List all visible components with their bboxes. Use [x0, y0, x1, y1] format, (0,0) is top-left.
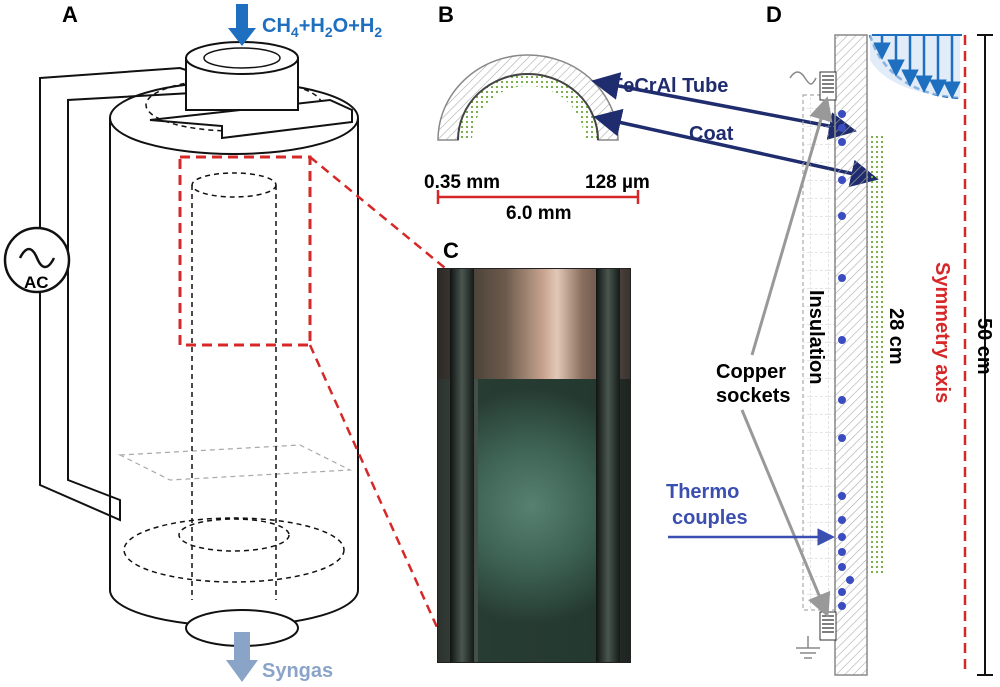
thermocouple-dot	[838, 396, 846, 404]
copper-arrow-up	[750, 96, 833, 356]
panel-a: A CH4+H2O+H2 Syngas AC	[3, 2, 447, 682]
symmetry-label: Symmetry axis	[931, 262, 953, 403]
socket-lines	[822, 75, 834, 93]
tube-inner-edge	[457, 73, 599, 141]
thermocouple-dot	[838, 588, 846, 596]
coat-dim: 128 µm	[585, 172, 650, 193]
zoom-line-bottom	[308, 344, 447, 646]
plate-bottom	[117, 444, 353, 481]
ac-label: AC	[24, 273, 49, 292]
insulation-block	[802, 94, 836, 611]
thermocouple-dot	[838, 274, 846, 282]
copper-label-1: Copper	[716, 361, 786, 383]
copper-socket-bottom	[796, 611, 837, 659]
ground-icon	[796, 636, 820, 659]
thermocouple-dot	[838, 138, 846, 146]
diameter-dim: 6.0 mm	[506, 203, 571, 224]
photo-coated-section	[478, 379, 598, 662]
thermocouple-dot	[838, 176, 846, 184]
inner-tube-top	[191, 172, 277, 198]
panel-d: D Insulation	[666, 2, 995, 676]
profile-fill	[870, 35, 960, 98]
insulation-label: Insulation	[805, 290, 827, 384]
copper-socket-top	[789, 71, 837, 101]
flow-arrows	[873, 35, 961, 99]
top-plate	[149, 98, 353, 140]
thermocouple-dot	[838, 212, 846, 220]
flow-arrow-icon	[228, 4, 256, 46]
photo-left-edge	[450, 269, 474, 662]
sine-wave-icon	[18, 247, 56, 269]
thermocouple-dot	[838, 336, 846, 344]
thermocouple-dot	[838, 124, 846, 132]
thermocouple-dot	[838, 110, 846, 118]
inner-tube-bottom	[178, 518, 290, 552]
coat-layer	[458, 74, 598, 140]
panel-c-letter: C	[443, 238, 459, 263]
tube-photo	[437, 268, 631, 663]
thermocouple-dot	[838, 516, 846, 524]
wall-dim: 0.35 mm	[424, 172, 500, 193]
thermocouple-dot	[838, 533, 846, 541]
outlet-label: Syngas	[262, 660, 333, 682]
thermocouple-dot	[846, 576, 854, 584]
tube-label: FeCrAl Tube	[611, 75, 728, 97]
length-50-label: 50 cm	[973, 318, 995, 375]
thermocouple-dot	[838, 434, 846, 442]
panel-d-letter: D	[766, 2, 782, 27]
copper-label-2: sockets	[716, 385, 791, 407]
thermo-label-2: couples	[672, 507, 748, 529]
coat-section	[867, 135, 883, 575]
thermo-label-1: Thermo	[666, 481, 739, 503]
thermocouple-dot	[838, 563, 846, 571]
panel-b: B FeCrAl Tube Coat 0.35 mm 128 µm 6.0 mm	[424, 2, 734, 224]
photo-right-edge	[596, 269, 620, 662]
panel-a-letter: A	[62, 2, 78, 27]
inlet-label: CH4+H2O+H2	[262, 15, 382, 40]
thermocouple-dot	[838, 492, 846, 500]
sine-wave-icon	[789, 71, 817, 85]
length-28-label: 28 cm	[885, 308, 907, 365]
copper-arrow-down	[740, 409, 831, 618]
thermocouple-dot	[838, 548, 846, 556]
inner-bottom	[123, 517, 345, 583]
thermocouple-dots	[838, 110, 854, 610]
inlet-hole	[203, 47, 281, 69]
flow-arrow-icon	[226, 632, 258, 682]
thermocouple-dot	[838, 602, 846, 610]
panel-b-letter: B	[438, 2, 454, 27]
zoom-box	[178, 155, 312, 347]
